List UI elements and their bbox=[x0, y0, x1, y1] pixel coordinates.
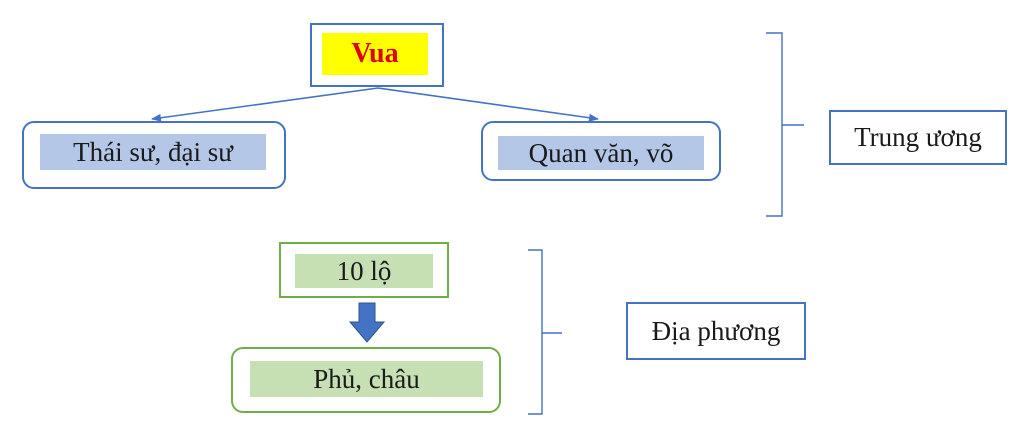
brace-central bbox=[766, 32, 804, 217]
prefectures-label: Phủ, châu bbox=[250, 361, 483, 397]
arrow-to-quan-van-vo bbox=[377, 87, 599, 122]
central-group-label: Trung ương bbox=[829, 110, 1007, 165]
officials-label: Quan văn, võ bbox=[498, 136, 704, 170]
down-arrow-icon bbox=[348, 302, 386, 343]
grand-preceptor-label: Thái sư, đại sư bbox=[40, 134, 266, 170]
brace-local bbox=[528, 249, 562, 415]
arrow-to-thai-su bbox=[151, 87, 379, 122]
routes-label: 10 lộ bbox=[295, 254, 433, 288]
king-label: Vua bbox=[322, 33, 428, 75]
local-group-label: Địa phương bbox=[626, 302, 806, 360]
